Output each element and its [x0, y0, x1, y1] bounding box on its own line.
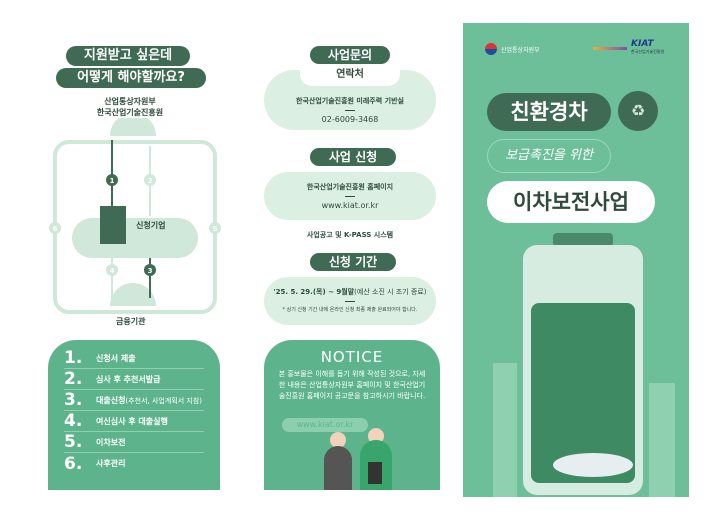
period-note: (예산 소진 시 조기 종료): [354, 288, 427, 296]
people-illustration-icon: [324, 428, 392, 490]
bank-label: 금융기관: [116, 317, 146, 326]
step-2: 2.심사 후 추천서발급: [64, 369, 204, 390]
contact-label: 연락처: [300, 64, 400, 86]
inquiry-title: 사업문의: [310, 46, 390, 64]
apply-system: 사업공고 및 K-PASS 시스템: [306, 231, 394, 239]
company-label: 신청기업: [136, 221, 166, 230]
period-dates: '25. 5. 29.(목) ~ 9월말: [273, 288, 355, 296]
flow-step-2: 2: [148, 177, 153, 185]
flow-step-1: 1: [110, 177, 115, 185]
government-building-icon: [110, 118, 156, 136]
bank-building-icon: [110, 283, 156, 306]
step-5: 5.이차보전: [64, 432, 204, 453]
question-title-1: 지원받고 싶은데: [66, 46, 190, 66]
flow-diagram: 1 2 3 4 5 6: [49, 118, 221, 314]
apply-url[interactable]: www.kiat.or.kr: [321, 201, 379, 210]
apply-box: 한국산업기술진흥원 홈페이지 www.kiat.or.kr: [264, 172, 436, 220]
step-4: 4.여신심사 후 대출실행: [64, 411, 204, 432]
flow-step-3: 3: [148, 267, 153, 275]
notice-box: NOTICE 본 홍보물은 이해를 돕기 위해 작성된 것으로, 자세한 내용은…: [264, 340, 440, 490]
step-1: 1.신청서 제출: [64, 348, 204, 369]
step-6: 6.사후관리: [64, 453, 126, 474]
cover-title-2: 보급촉진을 위한: [487, 139, 611, 173]
taegeuk-icon: [485, 43, 497, 55]
agency-ministry: 산업통상자원부: [104, 97, 156, 106]
apply-title: 사업 신청: [310, 148, 396, 166]
question-title-2: 어떻게 해야할까요?: [56, 68, 206, 88]
flow-step-5: 5: [213, 225, 218, 233]
period-title: 신청 기간: [310, 253, 396, 271]
agency-kiat: 한국산업기술진흥원: [96, 108, 164, 117]
apply-site: 한국산업기술진흥원 홈페이지: [306, 183, 394, 191]
contact-org: 한국산업기술진흥원 미래주력 기반실: [296, 97, 404, 105]
steps-list: 1.신청서 제출 2.심사 후 추천서발급 3.대출신청(추천서, 사업계획서 …: [48, 340, 220, 490]
period-box: '25. 5. 29.(목) ~ 9월말(예산 소진 시 조기 종료) * 상기…: [264, 277, 436, 325]
company-building-icon: [100, 206, 126, 244]
notice-title: NOTICE: [320, 348, 384, 366]
flow-step-4: 4: [110, 267, 115, 275]
contact-phone: 02-6009-3468: [321, 115, 379, 124]
flow-step-6: 6: [53, 225, 58, 233]
period-footnote: * 상기 신청 기간 내에 온라인 신청 최종 제출 완료되어야 합니다.: [282, 307, 418, 313]
cover-title-1: 친환경차: [487, 93, 611, 131]
notice-text: 본 홍보물은 이해를 돕기 위해 작성된 것으로, 자세한 내용은 산업통상자원…: [278, 370, 426, 400]
eco-car-icon: ♻: [618, 91, 658, 131]
notice-url[interactable]: www.kiat.or.kr: [282, 418, 368, 432]
cover-title-3: 이차보전사업: [487, 181, 655, 223]
ministry-logo: 산업통상자원부: [485, 43, 540, 55]
step-3: 3.대출신청(추천서, 사업계획서 지참): [64, 390, 204, 411]
battery-illustration-icon: [493, 233, 675, 497]
